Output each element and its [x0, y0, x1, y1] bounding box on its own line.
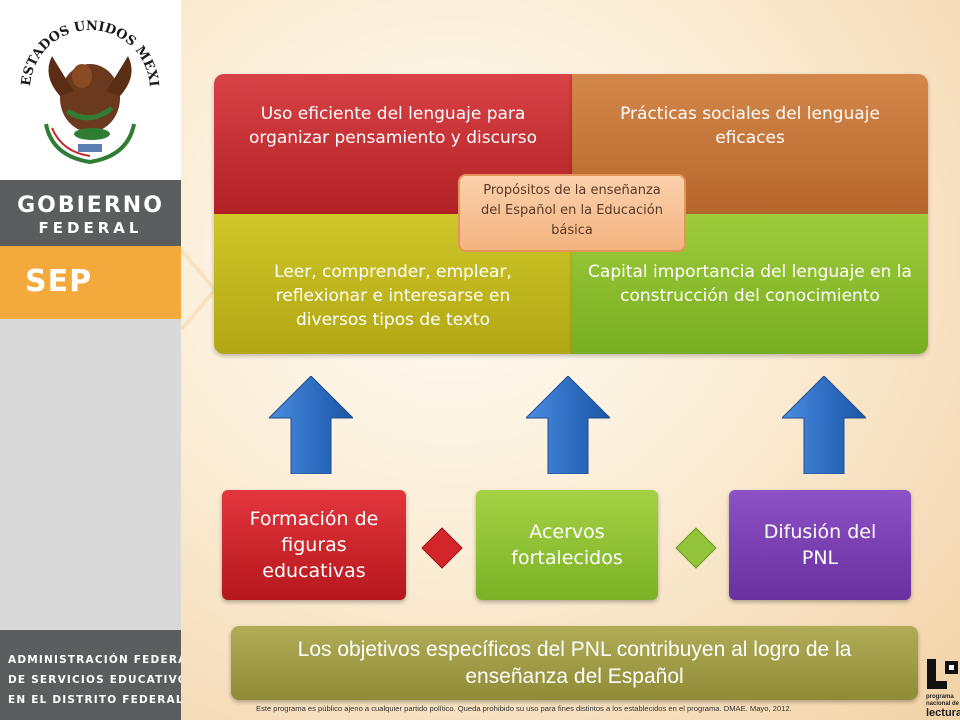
pnl-logo-line1: programa — [926, 694, 954, 700]
sep-logo-text: SEP — [25, 264, 93, 299]
mexico-seal-icon: ESTADOS UNIDOS MEXICANOS — [12, 6, 161, 165]
quadrant-top-right-text: Prácticas sociales del lenguaje eficaces — [620, 104, 880, 148]
box-acervos: Acervos fortalecidos — [476, 490, 658, 600]
box-formacion-text: Formación de figuras educativas — [249, 508, 379, 582]
up-arrow-icon — [269, 376, 353, 474]
admin-block: ADMINISTRACIÓN FEDERAL DE SERVICIOS EDUC… — [0, 630, 195, 720]
gobierno-line2: FEDERAL — [38, 219, 143, 237]
sep-block — [0, 246, 181, 319]
quadrant-bottom-left-text: Leer, comprender, emplear, reflexionar e… — [274, 262, 512, 330]
admin-line1: ADMINISTRACIÓN FEDERAL — [8, 654, 196, 666]
box-difusion: Difusión del PNL — [729, 490, 911, 600]
gobierno-line1: GOBIERNO — [17, 193, 164, 218]
center-purpose-box: Propósitos de la enseñanza del Español e… — [458, 174, 686, 252]
sidebar: ESTADOS UNIDOS MEXICANOS GOBIERNO FEDERA… — [0, 0, 195, 720]
box-formacion: Formación de figuras educativas — [222, 490, 406, 600]
quadrant-top-left-text: Uso eficiente del lenguaje para organiza… — [248, 104, 538, 148]
objectives-banner: Los objetivos específicos del PNL contri… — [231, 626, 918, 700]
footer-disclaimer: Este programa es público ajeno a cualqui… — [256, 704, 792, 713]
admin-line3: EN EL DISTRITO FEDERAL — [8, 694, 184, 706]
quadrant-top-left: Uso eficiente del lenguaje para organiza… — [214, 74, 572, 214]
quadrant-bottom-right-text: Capital importancia del lenguaje en la c… — [588, 262, 912, 306]
seal-area: ESTADOS UNIDOS MEXICANOS — [0, 0, 181, 180]
pnl-logo-icon — [927, 659, 958, 689]
red-diamond-icon — [421, 527, 463, 569]
gobierno-federal-block: GOBIERNO FEDERAL — [0, 180, 181, 246]
box-acervos-text: Acervos fortalecidos — [511, 521, 623, 569]
box-difusion-text: Difusión del PNL — [763, 521, 877, 569]
pnl-logo-line2: nacional de — [926, 701, 960, 707]
up-arrow-icon — [782, 376, 866, 474]
green-diamond-icon — [675, 527, 717, 569]
center-purpose-text: Propósitos de la enseñanza del Español e… — [481, 183, 663, 238]
up-arrow-icon — [526, 376, 610, 474]
pnl-logo-line3: lectura — [926, 707, 960, 719]
admin-line2: DE SERVICIOS EDUCATIVOS — [8, 674, 197, 686]
objectives-banner-text: Los objetivos específicos del PNL contri… — [297, 638, 852, 688]
